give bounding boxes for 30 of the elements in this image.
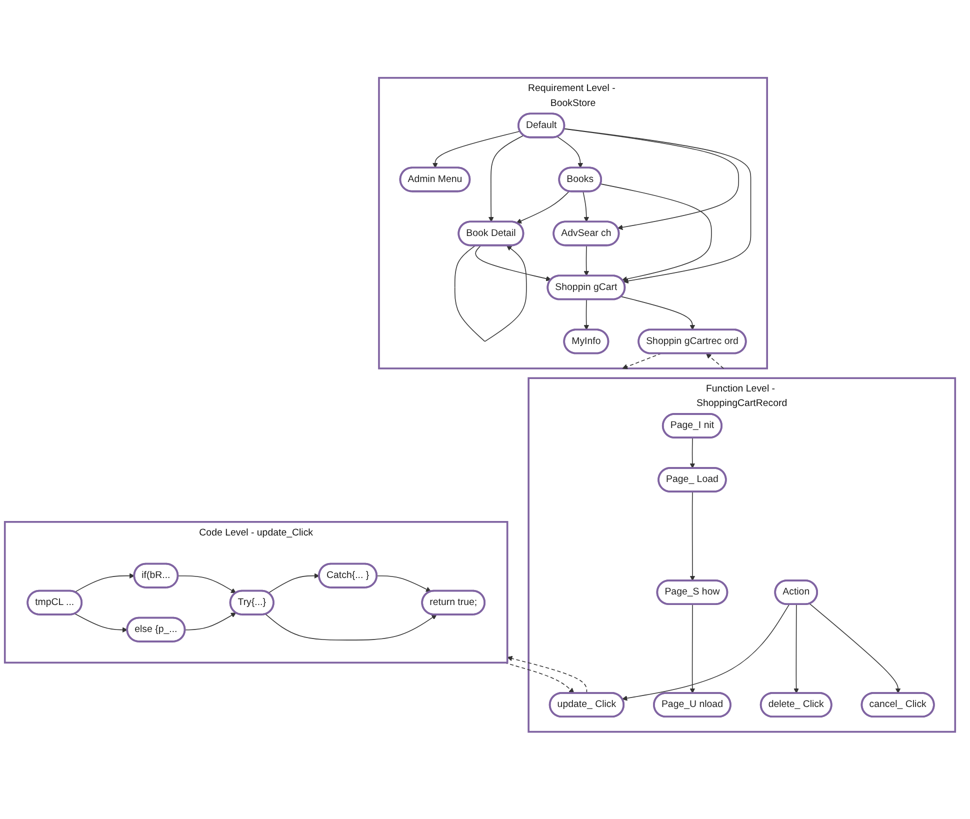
arrow [516,191,570,224]
arrow [178,576,236,594]
arrow [584,245,590,276]
arrow [622,353,662,370]
arrow [690,438,696,469]
arrow [432,131,520,168]
arrow [475,245,552,282]
arrow [620,296,696,330]
arrow [582,191,590,222]
arrow [268,573,320,594]
arrow [504,662,574,694]
arrow [184,612,236,630]
arrow [690,492,696,582]
arrow [600,184,712,282]
arrow [488,135,524,222]
arrow [376,576,432,592]
arrow [584,299,590,330]
arrow [454,245,527,342]
arrow [564,128,752,284]
arrow [564,128,740,230]
arrow [507,656,588,694]
arrow [809,603,901,694]
arrow [556,136,583,168]
arrow [622,604,790,702]
arrow [690,604,696,694]
arrow [794,604,799,694]
arrow [74,573,135,593]
arrow [265,614,437,641]
arrow [74,614,128,633]
arrow [706,354,724,369]
